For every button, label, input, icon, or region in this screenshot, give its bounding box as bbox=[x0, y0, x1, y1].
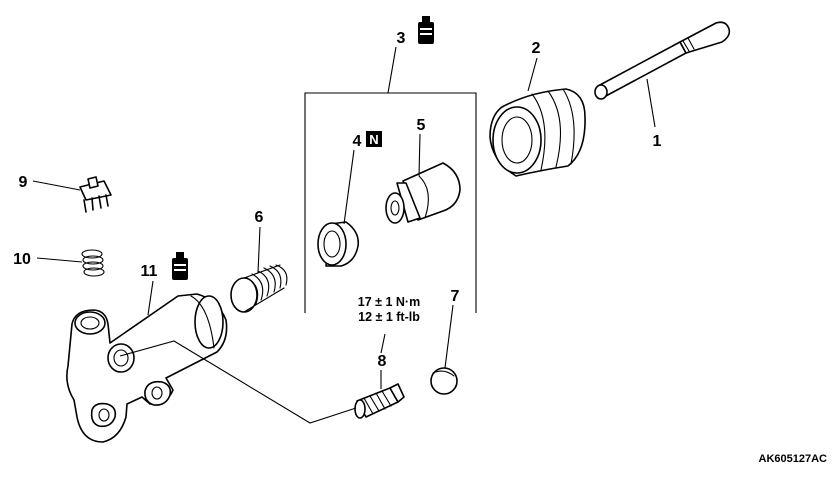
callout-4: 4 bbox=[353, 133, 362, 150]
callout-11: 11 bbox=[141, 263, 158, 280]
leader-7 bbox=[444, 304, 454, 369]
leader-11 bbox=[147, 280, 154, 316]
leader-8-to-body bbox=[119, 340, 357, 424]
torque-metric: 17 ± 1 N·m bbox=[358, 295, 420, 309]
leader-lines bbox=[32, 46, 656, 424]
piston bbox=[385, 162, 461, 224]
callout-5: 5 bbox=[417, 117, 426, 134]
callout-10: 10 bbox=[13, 251, 31, 268]
boot bbox=[489, 88, 586, 177]
callout-8: 8 bbox=[378, 353, 387, 370]
kit-bracket-box bbox=[304, 92, 477, 313]
leader-2 bbox=[527, 57, 538, 92]
spring bbox=[230, 264, 288, 313]
callout-3: 3 bbox=[397, 30, 406, 47]
torque-imperial: 12 ± 1 ft-lb bbox=[358, 310, 420, 324]
leader-5 bbox=[418, 133, 421, 177]
callout-1: 1 bbox=[653, 133, 662, 150]
piston-cup bbox=[317, 221, 360, 267]
n-box-letter: N bbox=[369, 132, 378, 147]
leader-9 bbox=[32, 180, 81, 191]
grease-tube-icon bbox=[418, 16, 434, 44]
bleeder-screw bbox=[354, 383, 405, 419]
leader-4 bbox=[343, 149, 355, 225]
leader-10 bbox=[36, 257, 83, 263]
small-spring bbox=[81, 249, 105, 277]
callout-9: 9 bbox=[19, 174, 28, 191]
leader-8 bbox=[380, 333, 386, 389]
leader-1 bbox=[646, 78, 656, 128]
grease-tube-icon bbox=[172, 252, 188, 280]
leader-3 bbox=[387, 46, 397, 94]
leader-6 bbox=[257, 226, 261, 274]
clip bbox=[79, 176, 112, 213]
push-rod bbox=[594, 21, 731, 100]
callout-7: 7 bbox=[451, 288, 460, 305]
n-box-icon: N bbox=[366, 131, 382, 147]
callout-6: 6 bbox=[255, 209, 264, 226]
reference-code: AK605127AC bbox=[759, 453, 828, 465]
callout-2: 2 bbox=[532, 40, 541, 57]
release-cylinder-body bbox=[66, 293, 228, 443]
bleeder-cap bbox=[430, 367, 458, 395]
